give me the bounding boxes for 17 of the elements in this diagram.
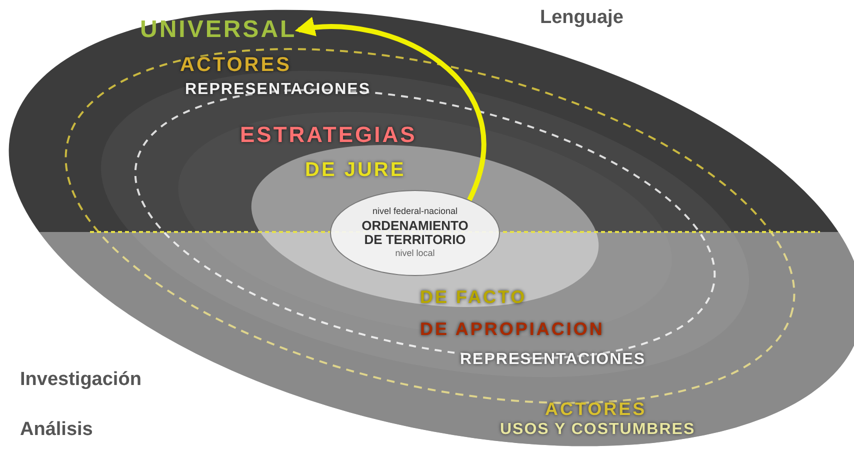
ring-label: ESTRATEGIAS bbox=[240, 124, 417, 146]
level-label: nivel federal-nacional bbox=[371, 206, 459, 217]
ring-label: DE APROPIACION bbox=[420, 320, 604, 338]
ring-label: UNIVERSAL bbox=[140, 18, 297, 42]
ring-label: ACTORES bbox=[545, 400, 647, 418]
center-title: ORDENAMIENTO DE TERRITORIO bbox=[360, 218, 470, 248]
ring-label: REPRESENTACIONES bbox=[460, 352, 646, 368]
ring-label: DE JURE bbox=[305, 160, 406, 180]
ring-label: DE FACTO bbox=[420, 288, 527, 306]
level-label: nivel local bbox=[394, 249, 436, 260]
ring-label: ACTORES bbox=[180, 55, 292, 75]
axis-title: Análisis bbox=[20, 420, 93, 439]
curved-arrow bbox=[294, 18, 486, 201]
ring-label: REPRESENTACIONES bbox=[185, 82, 371, 98]
axis-title: Investigación bbox=[20, 370, 142, 389]
ring-label: USOS Y COSTUMBRES bbox=[500, 422, 696, 438]
axis-title: Lenguaje bbox=[540, 8, 624, 27]
